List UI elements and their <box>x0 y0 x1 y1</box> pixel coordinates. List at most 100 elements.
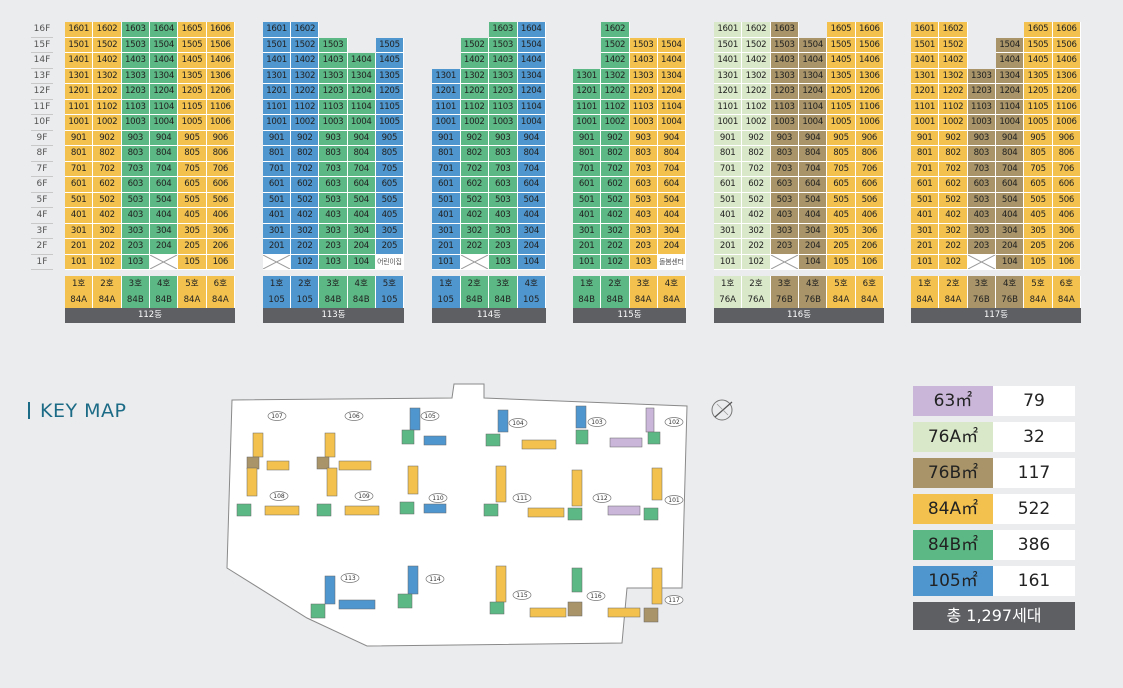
unit-cell: 1501 <box>911 37 940 53</box>
unit-cell: 701 <box>65 161 94 177</box>
unit-cell: 703 <box>319 161 348 177</box>
unit-cell: 502 <box>291 192 320 208</box>
empty-slot <box>658 22 686 38</box>
unit-cell: 1001 <box>65 115 94 131</box>
legend-type: 105㎡ <box>913 566 993 596</box>
unit-cell: 1402 <box>742 53 771 69</box>
unit-cell: 1104 <box>996 99 1025 115</box>
empty-slot <box>432 22 461 38</box>
unit-cell: 301 <box>714 223 743 239</box>
unit-cell: 704 <box>657 161 686 177</box>
unit-cell: 1104 <box>799 99 828 115</box>
unit-cell: 705 <box>178 161 207 177</box>
map-building <box>310 575 376 619</box>
unit-cell: 604 <box>657 177 686 193</box>
unit-type: 84A <box>1052 292 1081 308</box>
floor-label: 8F <box>31 146 53 162</box>
map-building-label: 102 <box>668 419 680 426</box>
unit-cell: 602 <box>601 177 630 193</box>
unit-cell: 1504 <box>996 37 1025 53</box>
legend-count: 522 <box>993 494 1075 524</box>
unit-cell: 901 <box>714 130 743 146</box>
unit-cell: 204 <box>996 239 1025 255</box>
unit-cell: 1001 <box>432 115 461 131</box>
unit-cell: 202 <box>291 239 320 255</box>
unit-cell: 1402 <box>291 53 320 69</box>
unit-cell: 501 <box>911 192 940 208</box>
unit-cell: 406 <box>206 208 235 224</box>
unit-cell: 704 <box>150 161 179 177</box>
unit-type: 84A <box>939 292 968 308</box>
unit-cell: 101 <box>65 254 94 270</box>
unit-cell: 901 <box>263 130 292 146</box>
unit-cell: 305 <box>827 223 856 239</box>
unit-cell: 405 <box>1024 208 1053 224</box>
unit-cell: 601 <box>714 177 743 193</box>
unit-cell: 1002 <box>460 115 489 131</box>
unit-cell: 1501 <box>714 37 743 53</box>
floor-label: 14F <box>31 53 53 69</box>
unit-cell: 203 <box>121 239 150 255</box>
unit-type: 84B <box>121 292 150 308</box>
unit-cell: 1401 <box>263 53 292 69</box>
unit-cell: 402 <box>460 208 489 224</box>
unit-cell: 204 <box>150 239 179 255</box>
unit-cell: 203 <box>489 239 518 255</box>
unit-cell: 203 <box>319 239 348 255</box>
unit-number: 3호 <box>967 276 996 292</box>
unit-cell: 1205 <box>1024 84 1053 100</box>
unit-cell: 1403 <box>489 53 518 69</box>
unit-cell: 906 <box>206 130 235 146</box>
unit-cell: 105 <box>827 254 856 270</box>
unit-cell: 604 <box>996 177 1025 193</box>
unit-cell: 606 <box>206 177 235 193</box>
unit-cell: 1201 <box>263 84 292 100</box>
unit-cell: 102 <box>291 254 320 270</box>
unit-cell: 101 <box>573 254 602 270</box>
unit-cell: 1002 <box>742 115 771 131</box>
unit-cell: 602 <box>93 177 122 193</box>
unit-cell: 1004 <box>347 115 376 131</box>
building-name: 112동 <box>65 308 235 323</box>
unit-cell: 1101 <box>65 99 94 115</box>
unit-cell: 803 <box>121 146 150 162</box>
unit-cell: 1003 <box>629 115 658 131</box>
unit-cell: 1303 <box>489 68 518 84</box>
floor-label: 9F <box>31 131 53 146</box>
unit-cell: 306 <box>206 223 235 239</box>
unit-number: 3호 <box>770 276 799 292</box>
unit-cell: 705 <box>375 161 404 177</box>
unit-cell: 802 <box>93 146 122 162</box>
pilotis-cell <box>460 254 489 270</box>
unit-cell: 404 <box>150 208 179 224</box>
unit-cell: 1301 <box>573 68 602 84</box>
unit-cell: 403 <box>319 208 348 224</box>
floor-label: 15F <box>31 38 53 53</box>
unit-cell: 605 <box>1024 177 1053 193</box>
map-building <box>316 432 372 471</box>
unit-cell: 703 <box>629 161 658 177</box>
unit-cell: 301 <box>573 223 602 239</box>
unit-cell: 206 <box>1052 239 1081 255</box>
unit-cell: 1202 <box>601 84 630 100</box>
unit-cell: 801 <box>65 146 94 162</box>
unit-cell: 201 <box>65 239 94 255</box>
unit-number: 6호 <box>1052 276 1081 292</box>
unit-type: 76B <box>770 292 799 308</box>
empty-slot <box>573 53 601 69</box>
unit-cell: 405 <box>375 208 404 224</box>
unit-type: 84A <box>206 292 235 308</box>
unit-cell: 303 <box>629 223 658 239</box>
unit-number: 2호 <box>742 276 771 292</box>
unit-cell: 405 <box>178 208 207 224</box>
unit-cell: 805 <box>178 146 207 162</box>
unit-cell: 1006 <box>855 115 884 131</box>
unit-cell: 803 <box>489 146 518 162</box>
unit-number: 2호 <box>601 276 630 292</box>
unit-cell: 204 <box>799 239 828 255</box>
